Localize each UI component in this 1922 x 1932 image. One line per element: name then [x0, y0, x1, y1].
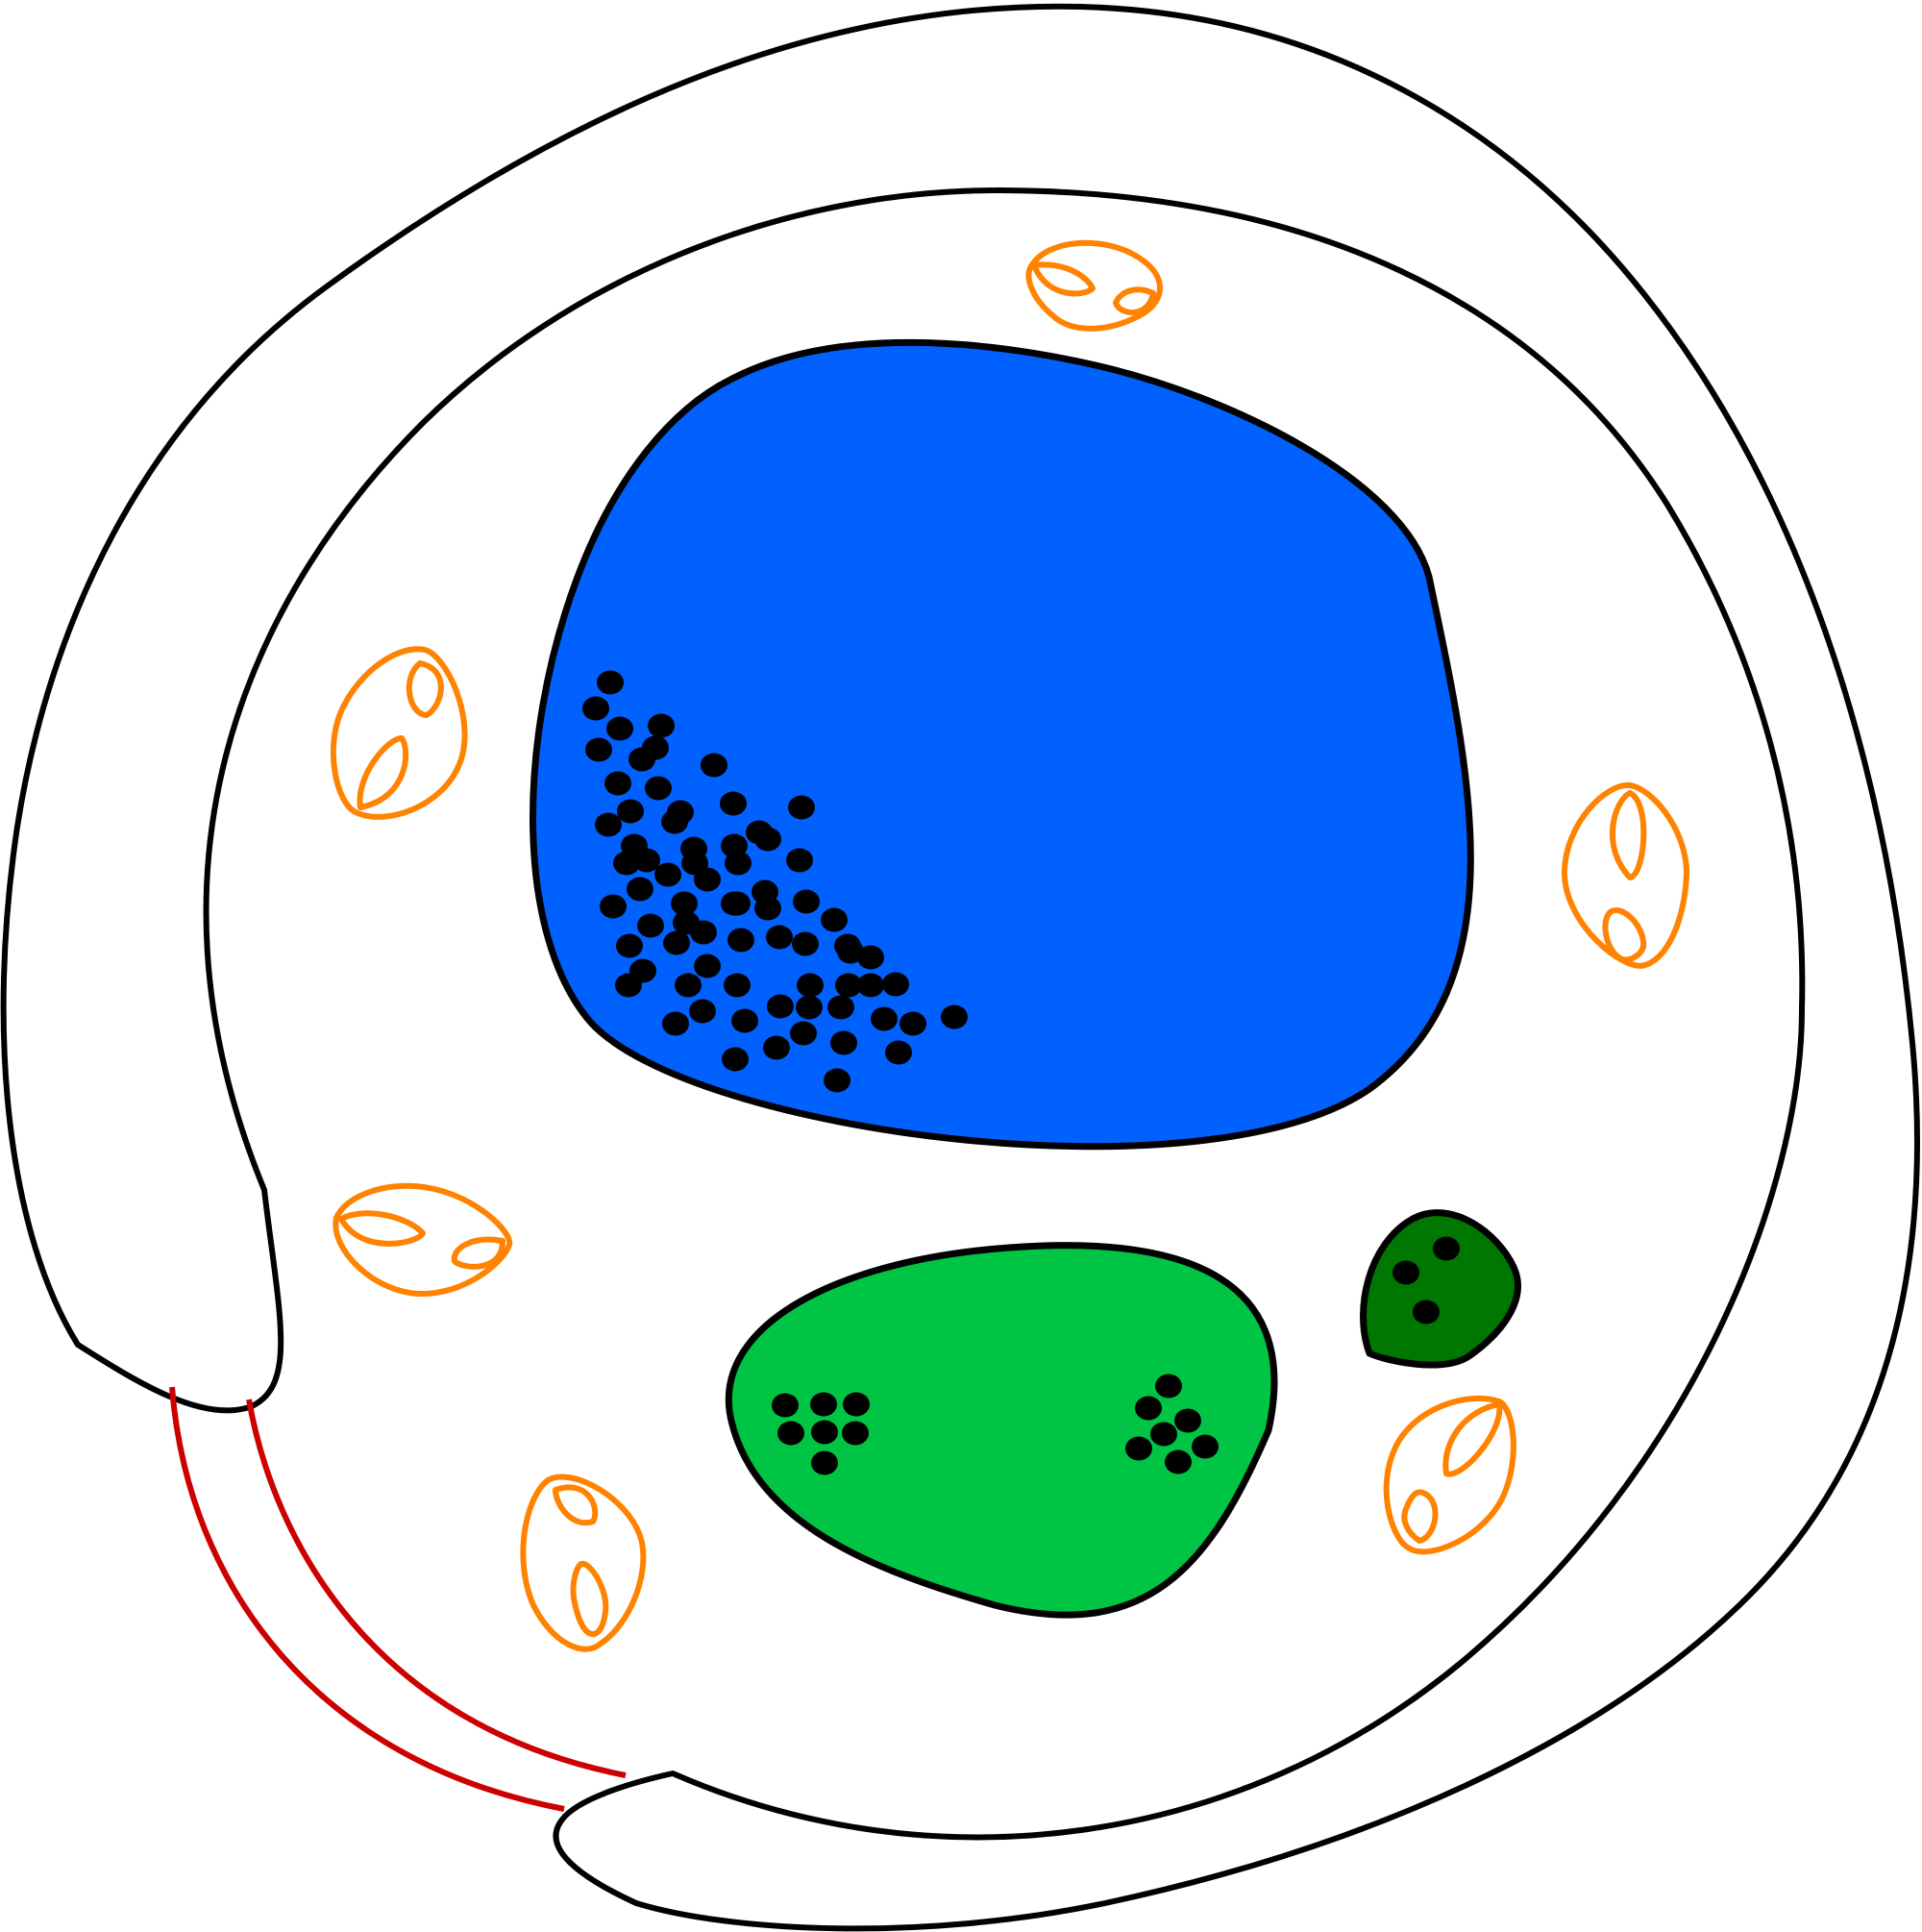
green-granule [1165, 1449, 1192, 1474]
blue-granule [613, 851, 640, 876]
blue-granule [790, 1021, 817, 1046]
orange-organelle-left [333, 1182, 513, 1298]
blue-granule [786, 848, 813, 873]
blue-granule [585, 737, 612, 762]
blue-granule [857, 945, 884, 970]
blue-granule [724, 891, 751, 916]
blue-granule [792, 931, 819, 956]
blue-granule [645, 776, 672, 801]
dark-granule [1413, 1300, 1440, 1325]
blue-granule [882, 972, 909, 997]
green-granule [777, 1421, 804, 1446]
blue-granule [797, 973, 824, 998]
blue-granule [731, 1008, 758, 1033]
blue-granule [606, 716, 633, 741]
red-channel-right [246, 1399, 627, 1778]
orange-organelle-lower-left [520, 1474, 647, 1652]
blue-granule [725, 851, 752, 876]
dark-granule [1433, 1236, 1460, 1261]
blue-granule [720, 791, 747, 816]
green-granule [1135, 1396, 1162, 1421]
red-channel-left [169, 1386, 565, 1812]
green-granule [810, 1392, 837, 1417]
blue-vacuole-granules [582, 670, 968, 1093]
blue-granule [675, 973, 702, 998]
blue-granule [694, 954, 721, 978]
blue-granule [663, 930, 690, 955]
blue-granule [763, 1035, 790, 1060]
green-granule [1150, 1422, 1177, 1447]
orange-organelle-top [1025, 239, 1163, 332]
blue-granule [648, 713, 675, 738]
blue-granule [941, 1004, 968, 1029]
green-granule [1192, 1434, 1219, 1459]
green-granule [1174, 1408, 1201, 1433]
blue-granule [617, 799, 644, 824]
blue-granule [582, 696, 609, 721]
blue-granule [694, 867, 721, 892]
blue-granule [724, 973, 751, 998]
blue-granule [595, 812, 622, 837]
blue-granule [885, 1040, 912, 1065]
blue-granule [754, 896, 781, 921]
dark-green-vacuole-granules [1392, 1236, 1460, 1325]
blue-granule [727, 928, 754, 953]
blue-granule [600, 894, 627, 919]
green-granule [842, 1421, 869, 1446]
blue-granule [767, 994, 794, 1019]
green-granule [1125, 1436, 1152, 1461]
blue-granule [689, 999, 716, 1024]
blue-granule [796, 995, 823, 1020]
blue-granule [628, 747, 655, 772]
blue-granule [793, 889, 820, 914]
blue-granule [830, 1030, 857, 1055]
dark-granule [1392, 1260, 1419, 1285]
blue-granule [722, 1047, 749, 1072]
dark-green-vacuole [1360, 1209, 1521, 1369]
green-granule [1155, 1374, 1182, 1399]
green-granule [772, 1393, 799, 1418]
orange-organelle-upper-left [330, 646, 468, 820]
blue-granule [766, 925, 793, 950]
blue-granule [821, 907, 848, 932]
blue-granule [824, 1068, 850, 1093]
green-granule [811, 1420, 838, 1445]
orange-organelles [330, 239, 1689, 1652]
blue-granule [671, 891, 698, 916]
blue-granule [827, 995, 854, 1020]
light-green-vacuole [725, 1242, 1278, 1619]
blue-granule [616, 933, 643, 958]
blue-granule [837, 939, 864, 964]
blue-granule [633, 848, 660, 873]
blue-granule [662, 1011, 689, 1036]
outer-wall-outline [0, 3, 1920, 1932]
blue-granule [661, 809, 688, 834]
orange-organelle-lower-right [1383, 1396, 1516, 1555]
blue-granule [627, 877, 653, 902]
blue-granule [746, 820, 773, 845]
blue-granule [857, 973, 884, 998]
green-granule [843, 1392, 870, 1417]
green-granule [811, 1450, 838, 1475]
blue-vacuole [530, 338, 1474, 1151]
blue-granule [637, 913, 664, 938]
orange-organelle-right [1561, 781, 1689, 969]
blue-granule [871, 1006, 898, 1031]
blue-granule [597, 670, 624, 695]
blue-granule [629, 958, 656, 983]
blue-granule [835, 973, 862, 998]
blue-granule [788, 795, 815, 820]
blue-granule [690, 920, 717, 945]
blue-granule [701, 753, 727, 778]
blue-granule [604, 771, 631, 796]
blue-granule [654, 862, 681, 887]
blue-granule [899, 1011, 926, 1036]
light-green-vacuole-granules [772, 1374, 1219, 1475]
